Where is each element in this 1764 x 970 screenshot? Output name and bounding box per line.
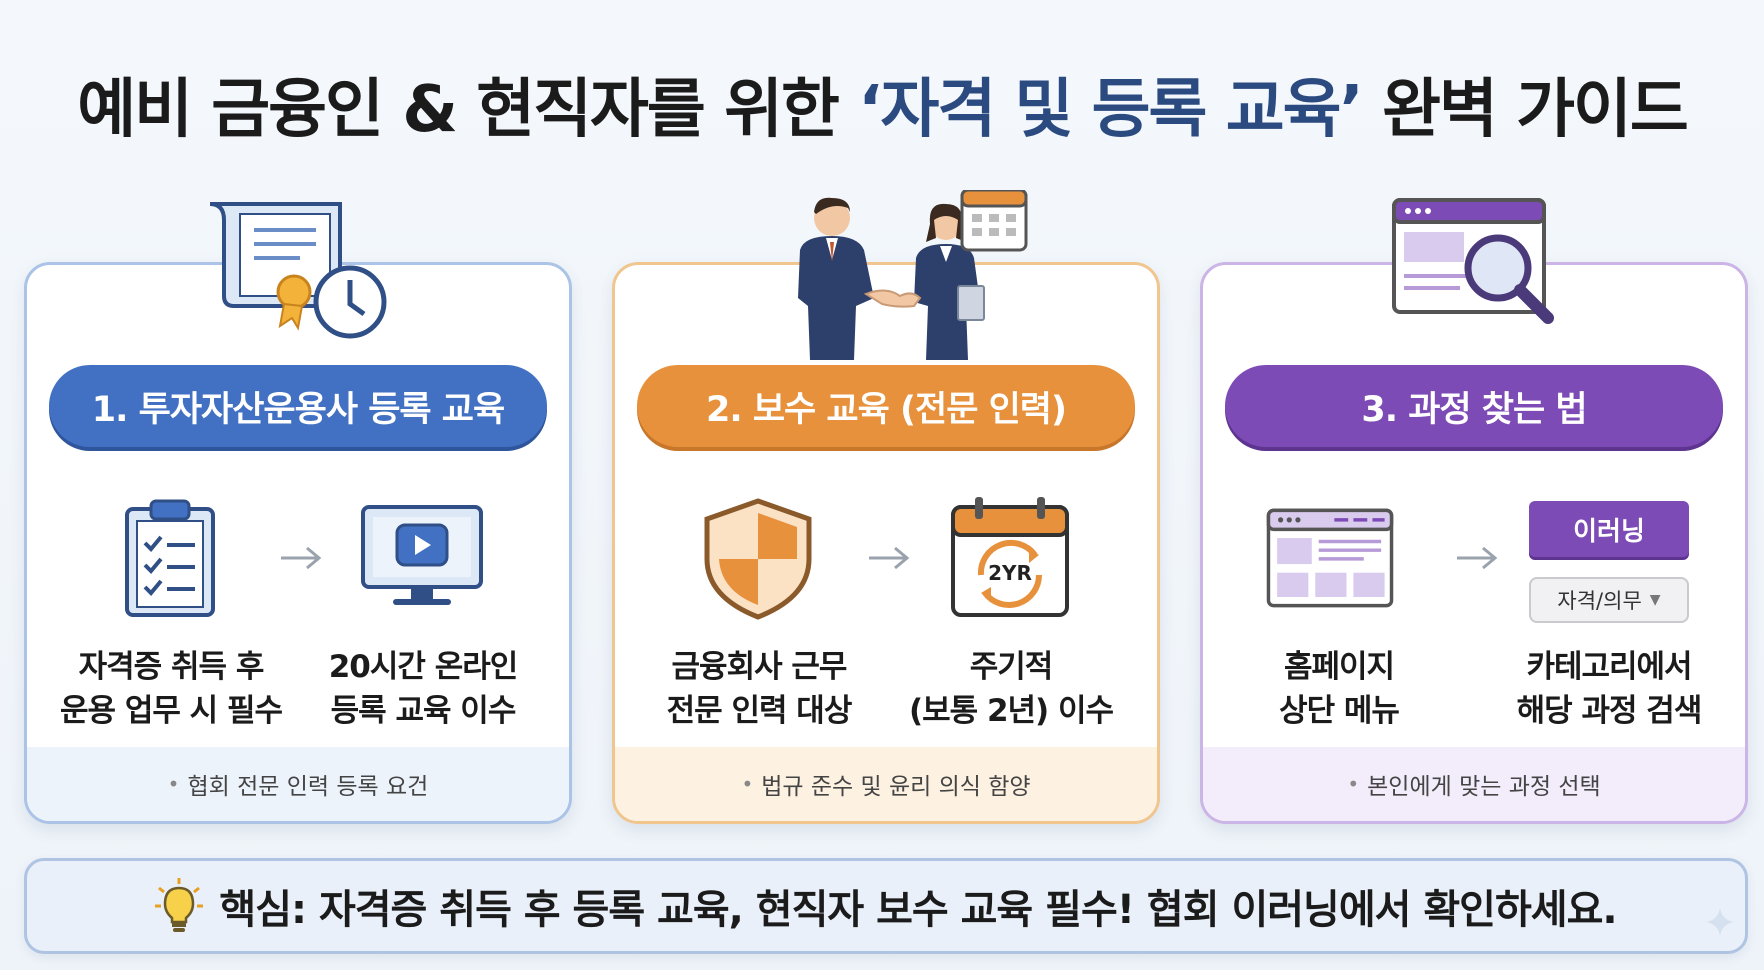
bullet-dot-icon: • xyxy=(741,772,754,796)
title-highlight: ‘자격 및 등록 교육’ xyxy=(858,73,1364,147)
lightbulb-icon xyxy=(155,878,204,932)
page-title: 예비 금융인 & 현직자를 위한 ‘자격 및 등록 교육’ 완벽 가이드 xyxy=(0,58,1764,150)
step-line: 전문 인력 대상 xyxy=(666,693,853,729)
homepage-layout-icon xyxy=(1266,508,1394,608)
footer-text: 본인에게 맞는 과정 선택 xyxy=(1367,774,1601,800)
step-line: (보통 2년) 이수 xyxy=(908,693,1114,729)
arrow-right-icon xyxy=(281,546,322,570)
step-line: 카테고리에서 xyxy=(1526,649,1692,685)
card-registration-education: 1. 투자자산운용사 등록 교육 자격증 취득 후 운용 업무 시 필수 20시… xyxy=(24,262,572,824)
footer-text: 협회 전문 인력 등록 요건 xyxy=(187,774,429,800)
chevron-down-icon: ▼ xyxy=(1649,592,1661,608)
step-line: 운용 업무 시 필수 xyxy=(59,693,283,729)
monitor-play-icon xyxy=(361,505,483,605)
bullet-dot-icon: • xyxy=(1347,772,1360,796)
cycle-badge: 2YR xyxy=(988,561,1032,585)
step-line: 20시간 온라인 xyxy=(328,649,519,685)
elearning-menu-button[interactable]: 이러닝 xyxy=(1529,501,1689,557)
step-line: 상단 메뉴 xyxy=(1279,693,1400,729)
card-find-course: 3. 과정 찾는 법 이러닝 자격/의무 ▼ 홈페이지 상단 메뉴 카테고리에서… xyxy=(1200,262,1748,824)
category-select-value: 자격/의무 xyxy=(1557,589,1642,613)
clipboard-checklist-icon xyxy=(125,499,215,617)
bullet-dot-icon: • xyxy=(167,772,180,796)
card-header: 2. 보수 교육 (전문 인력) xyxy=(637,365,1135,447)
card-footer: • 법규 준수 및 윤리 의식 함양 xyxy=(615,747,1157,821)
step-text: 20시간 온라인 등록 교육 이수 xyxy=(303,645,543,733)
step-text: 자격증 취득 후 운용 업무 시 필수 xyxy=(51,645,291,733)
browser-magnifier-icon xyxy=(1392,198,1554,324)
arrow-right-icon xyxy=(869,546,910,570)
footer-text: 법규 준수 및 윤리 의식 함양 xyxy=(761,774,1031,800)
card-continuing-education: 2. 보수 교육 (전문 인력) 2YR 금융회사 근무 전문 인력 대상 주기… xyxy=(612,262,1160,824)
step-line: 자격증 취득 후 xyxy=(78,649,265,685)
step-line: 주기적 xyxy=(969,649,1054,685)
arrow-right-icon xyxy=(1457,546,1498,570)
card-header: 3. 과정 찾는 법 xyxy=(1225,365,1723,447)
key-summary-banner: 핵심: 자격증 취득 후 등록 교육, 현직자 보수 교육 필수! 협회 이러닝… xyxy=(24,858,1748,954)
step-line: 홈페이지 xyxy=(1283,649,1395,685)
step-text: 금융회사 근무 전문 인력 대상 xyxy=(639,645,879,733)
card-footer: • 협회 전문 인력 등록 요건 xyxy=(27,747,569,821)
step-line: 금융회사 근무 xyxy=(671,649,848,685)
key-summary-text: 핵심: 자격증 취득 후 등록 교육, 현직자 보수 교육 필수! 협회 이러닝… xyxy=(219,887,1617,933)
step-line: 해당 과정 검색 xyxy=(1516,693,1703,729)
step-text: 주기적 (보통 2년) 이수 xyxy=(891,645,1131,733)
card-footer: • 본인에게 맞는 과정 선택 xyxy=(1203,747,1745,821)
category-select[interactable]: 자격/의무 ▼ xyxy=(1529,577,1689,623)
sparkle-icon xyxy=(1706,908,1734,936)
step-text: 카테고리에서 해당 과정 검색 xyxy=(1489,645,1729,733)
step-line: 등록 교육 이수 xyxy=(330,693,517,729)
title-prefix: 예비 금융인 & 현직자를 위한 xyxy=(77,73,859,147)
title-suffix: 완벽 가이드 xyxy=(1361,73,1689,147)
handshake-calendar-icon xyxy=(798,190,1028,360)
card-header: 1. 투자자산운용사 등록 교육 xyxy=(49,365,547,447)
shield-icon xyxy=(704,498,812,620)
certificate-clock-icon xyxy=(209,202,387,339)
calendar-2yr-icon: 2YR xyxy=(945,493,1075,623)
step-text: 홈페이지 상단 메뉴 xyxy=(1219,645,1459,733)
